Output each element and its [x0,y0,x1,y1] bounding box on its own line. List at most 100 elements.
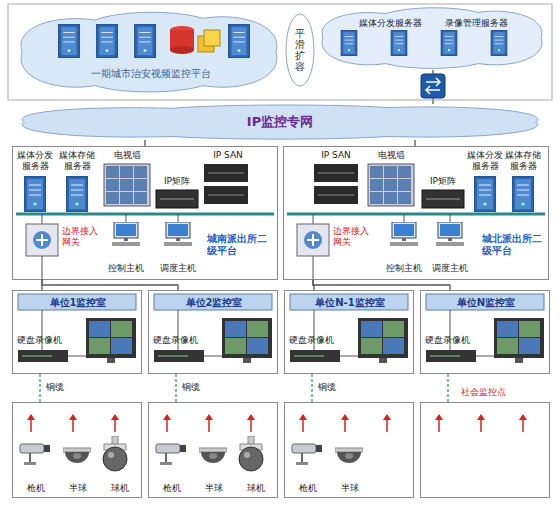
ptz-camera [103,436,127,471]
text-holder: 一期城市治安视频监控平台 [86,68,216,80]
node-text: 社会监控点 [461,387,531,398]
text-holder: 单位2监控室 [155,296,273,310]
switch [290,294,408,310]
south-platform-devices [204,164,248,182]
south-platform-devices [16,164,274,280]
signal-arrow [477,414,485,432]
text-holder: 电视墙 [371,150,411,161]
text-holder: IP SAN [206,150,250,161]
cloud-servers [341,30,357,56]
video-wall [106,192,119,204]
text-holder: IP矩阵 [423,176,463,187]
top-frame [8,4,552,100]
device-label: 电视墙 [371,150,411,161]
south-platform-devices [178,214,179,222]
dvr [294,356,324,357]
device-label: 调度主机 [158,263,198,274]
node-text: 硬盘录像机 [425,335,489,346]
monitor [111,321,132,337]
text-holder: IP矩阵 [157,176,197,187]
video-wall [398,192,411,204]
node-text: IP监控专网 [8,114,552,130]
dvr [154,350,204,362]
text-holder: IP监控专网 [8,114,552,130]
video-wall [134,179,147,191]
device-label: 媒体存储服务器 [502,150,544,172]
platform-servers [170,46,194,54]
text-holder: 社会监控点 [461,387,531,398]
signal-arrow [341,414,349,432]
monitor [494,318,544,358]
device-label: 媒体分发服务器 [464,150,506,172]
node-text: 枪机 [289,483,327,494]
monitor [86,318,136,358]
video-wall [370,192,383,204]
device-label: 控制主机 [106,263,146,274]
connector [175,374,176,402]
monitor [383,338,404,354]
text-holder: 球机 [237,483,275,494]
signal-arrow [111,414,119,432]
text-holder: IP SAN [314,150,358,161]
monitor [222,318,272,358]
monitor [89,338,110,354]
north-platform-devices [287,164,545,280]
north-platform-devices [390,222,418,246]
south-platform-devices [208,173,244,174]
connector [39,374,40,402]
text-holder: 硬盘录像机 [425,335,489,346]
signal-arrow [299,414,307,432]
text-holder: 枪机 [17,483,55,494]
text-holder: 硬盘录像机 [17,335,81,346]
node-text: 单位2监控室 [155,296,273,310]
device-label: IP SAN [314,150,358,161]
node-text: 城南派出所二级平台 [207,233,269,257]
video-wall [384,192,397,204]
switch [154,294,272,310]
connector [42,280,178,290]
video-wall [398,166,411,178]
signal-arrow [247,414,255,432]
platform-cloud-outline [21,12,277,92]
device-label: IP SAN [206,150,250,161]
node-text: 媒体分发服务器 [354,18,426,29]
wire [68,356,86,357]
signal-arrow [383,414,391,432]
text-holder: 半球 [59,483,97,494]
text-holder: 媒体分发服务器 [464,150,506,172]
video-wall [398,179,411,191]
text-holder: 枪机 [289,483,327,494]
unit-devices [18,294,544,363]
monitor [247,321,268,337]
text-holder: 录像管理服务器 [440,18,512,29]
north-platform-devices [314,164,358,182]
south-platform-devices [26,224,58,256]
monitor [247,338,268,354]
north-platform-devices [314,186,358,204]
bullet-camera [156,444,186,465]
server-cloud-outline [322,8,542,69]
device-label: 媒体存储服务器 [56,150,98,172]
switch [18,294,136,310]
dvr [18,350,68,362]
signal-arrow [205,414,213,432]
signal-arrow [519,414,527,432]
expansion-oval: 平滑扩容 [286,14,314,86]
video-wall [120,166,133,178]
node-text: 平滑扩容 [295,28,305,72]
monitor [107,358,115,363]
core-switch [426,78,440,94]
south-platform-devices [36,234,48,246]
south-platform-devices [66,176,88,212]
text-holder: 单位N-1监控室 [291,296,409,310]
monitor [111,338,132,354]
north-platform-devices [436,222,464,246]
node-text: 枪机 [153,483,191,494]
bullet-camera [292,444,322,465]
video-wall [384,166,397,178]
video-wall [106,179,119,191]
text-holder: 边界接入网关 [62,226,102,248]
text-holder: 城北派出所二级平台 [482,233,544,257]
text-holder: 媒体存储服务器 [502,150,544,172]
